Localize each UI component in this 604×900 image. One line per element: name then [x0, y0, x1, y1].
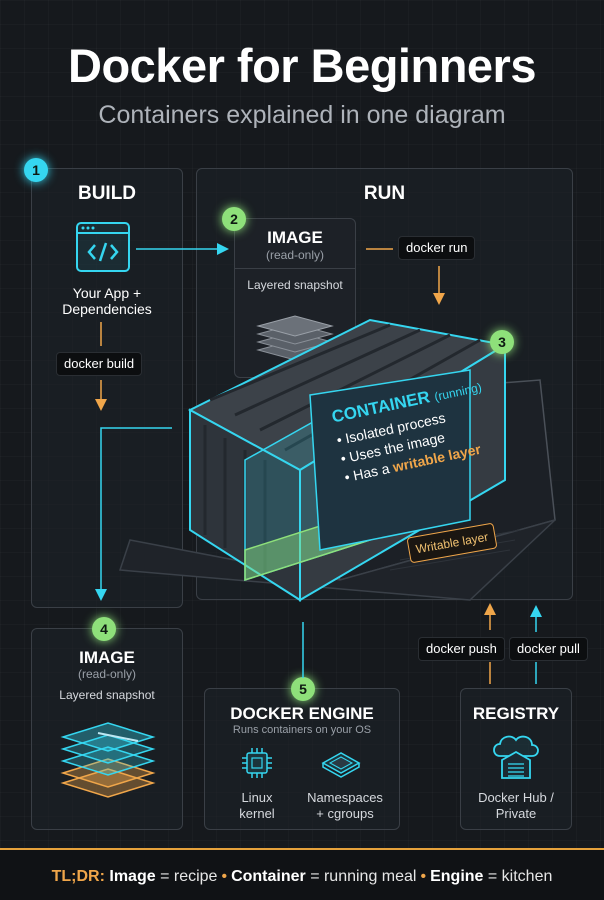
cloud-warehouse-icon	[493, 735, 539, 779]
badge-4: 4	[92, 617, 116, 641]
chip-icon	[321, 752, 361, 778]
image-top-divider	[234, 268, 356, 269]
run-heading: RUN	[363, 183, 406, 204]
engine-item1-line2: kernel	[239, 806, 275, 821]
badge-1: 1	[24, 158, 48, 182]
engine-item2-line2: + cgroups	[316, 806, 374, 821]
image-bottom-desc: Layered snapshot	[59, 688, 155, 702]
registry-line2: Private	[495, 806, 537, 821]
build-panel	[31, 168, 183, 608]
cpu-chip-icon	[242, 748, 272, 778]
docker-engine-sub: Runs containers on your OS	[232, 724, 372, 736]
registry-line1: Docker Hub /	[478, 790, 554, 805]
registry-heading: REGISTRY	[472, 704, 560, 723]
docker-engine-panel	[204, 688, 400, 830]
tldr-summary: TL;DR: Image = recipe•Container = runnin…	[51, 868, 553, 885]
docker-engine-heading: DOCKER ENGINE	[230, 704, 374, 723]
layer-stack-icon	[60, 722, 156, 798]
docker-build-command: docker build	[56, 352, 143, 376]
docker-run-command: docker run	[398, 236, 476, 260]
build-heading: BUILD	[77, 183, 137, 204]
image-top-heading: IMAGE	[267, 228, 323, 247]
badge-5: 5	[291, 677, 315, 701]
engine-item2-line1: Namespaces	[307, 790, 383, 805]
build-label-line1: Your App +	[72, 285, 142, 301]
docker-pull-command: docker pull	[509, 637, 588, 661]
docker-push-command: docker push	[418, 637, 505, 661]
badge-3: 3	[490, 330, 514, 354]
image-bottom-sub: (read-only)	[77, 667, 137, 681]
image-bottom-heading: IMAGE	[79, 648, 135, 667]
image-top-sub: (read-only)	[265, 248, 325, 262]
footer-bar: TL;DR: Image = recipe•Container = runnin…	[0, 848, 604, 900]
badge-2: 2	[222, 207, 246, 231]
engine-item1-line1: Linux	[241, 790, 273, 805]
build-label-line2: Dependencies	[62, 301, 152, 317]
page-subtitle: Containers explained in one diagram	[98, 101, 506, 129]
code-window-icon	[76, 222, 130, 272]
shipping-container-icon	[187, 318, 508, 602]
image-top-desc: Layered snapshot	[247, 278, 343, 292]
page-title: Docker for Beginners	[68, 39, 536, 92]
